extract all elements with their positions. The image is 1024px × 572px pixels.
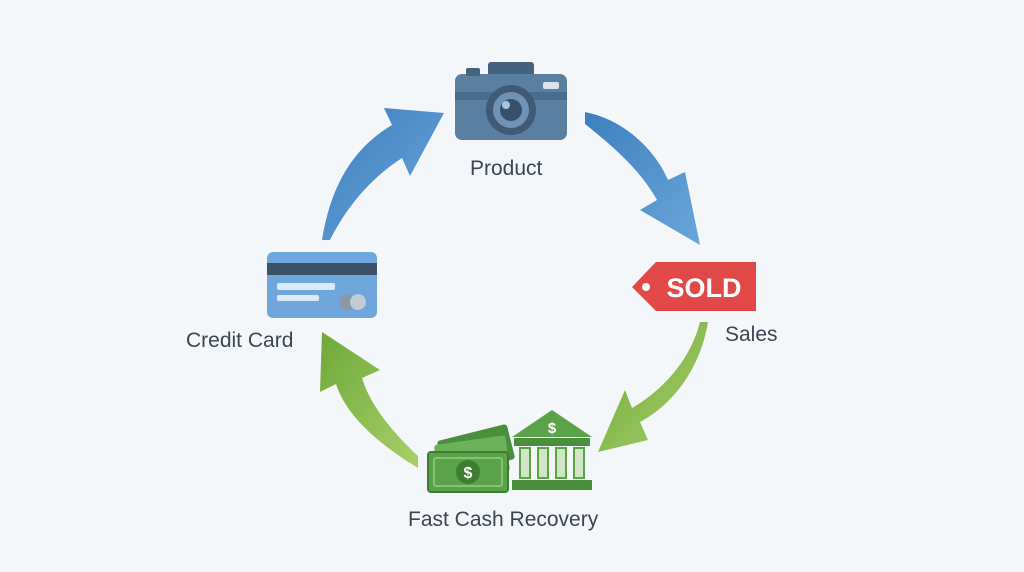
arrow-credit-to-product: [322, 108, 444, 240]
credit-card-icon: [267, 252, 377, 318]
sold-tag-icon: SOLD: [632, 262, 756, 311]
arrow-cash-to-credit: [320, 332, 418, 468]
bank-dollar-sign: $: [548, 420, 557, 437]
camera-icon: [455, 62, 567, 140]
product-label: Product: [470, 157, 543, 180]
cash-stack-icon: $: [427, 424, 515, 493]
sales-label: Sales: [725, 323, 778, 346]
cash-dollar-sign: $: [464, 465, 473, 482]
arrow-product-to-sales: [585, 112, 700, 245]
fast-cash-recovery-label: Fast Cash Recovery: [408, 508, 599, 531]
sold-tag-text: SOLD: [666, 273, 741, 303]
credit-card-label: Credit Card: [186, 329, 294, 352]
arrow-sales-to-cash: [598, 322, 708, 452]
bank-icon: $: [512, 410, 592, 490]
